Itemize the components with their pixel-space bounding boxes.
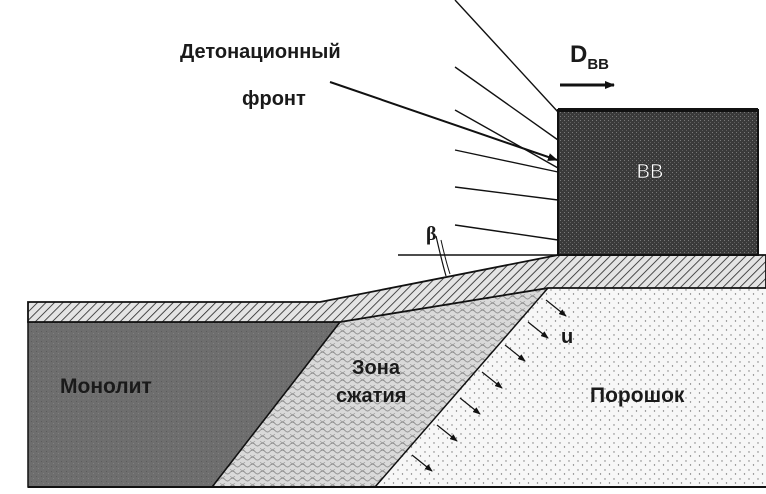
detonation-front-pointer xyxy=(329,81,558,161)
velocity-label: DBB xyxy=(570,41,609,73)
angle-arc xyxy=(435,235,447,277)
powder-region xyxy=(375,288,766,487)
explosive-label: BB xyxy=(637,161,664,183)
angle-arc-inner xyxy=(440,239,451,275)
flyer-plate xyxy=(27,254,766,323)
particle-velocity-label: u xyxy=(561,326,573,348)
explosive-block xyxy=(557,109,759,256)
compression-zone-label-line2: сжатия xyxy=(336,385,406,407)
compression-zone-label-line1: Зона xyxy=(352,357,401,379)
detonation-front-label-line2: фронт xyxy=(242,88,306,110)
monolith-label: Монолит xyxy=(60,375,152,398)
detonation-lines xyxy=(454,0,559,241)
angle-label: β xyxy=(426,223,437,245)
detonation-front-label-line1: Детонационный xyxy=(180,41,341,63)
powder-label: Порошок xyxy=(590,384,685,407)
velocity-label-main: D xyxy=(570,41,587,68)
velocity-label-sub: BB xyxy=(587,56,609,73)
particle-velocity-arrows xyxy=(411,299,567,472)
